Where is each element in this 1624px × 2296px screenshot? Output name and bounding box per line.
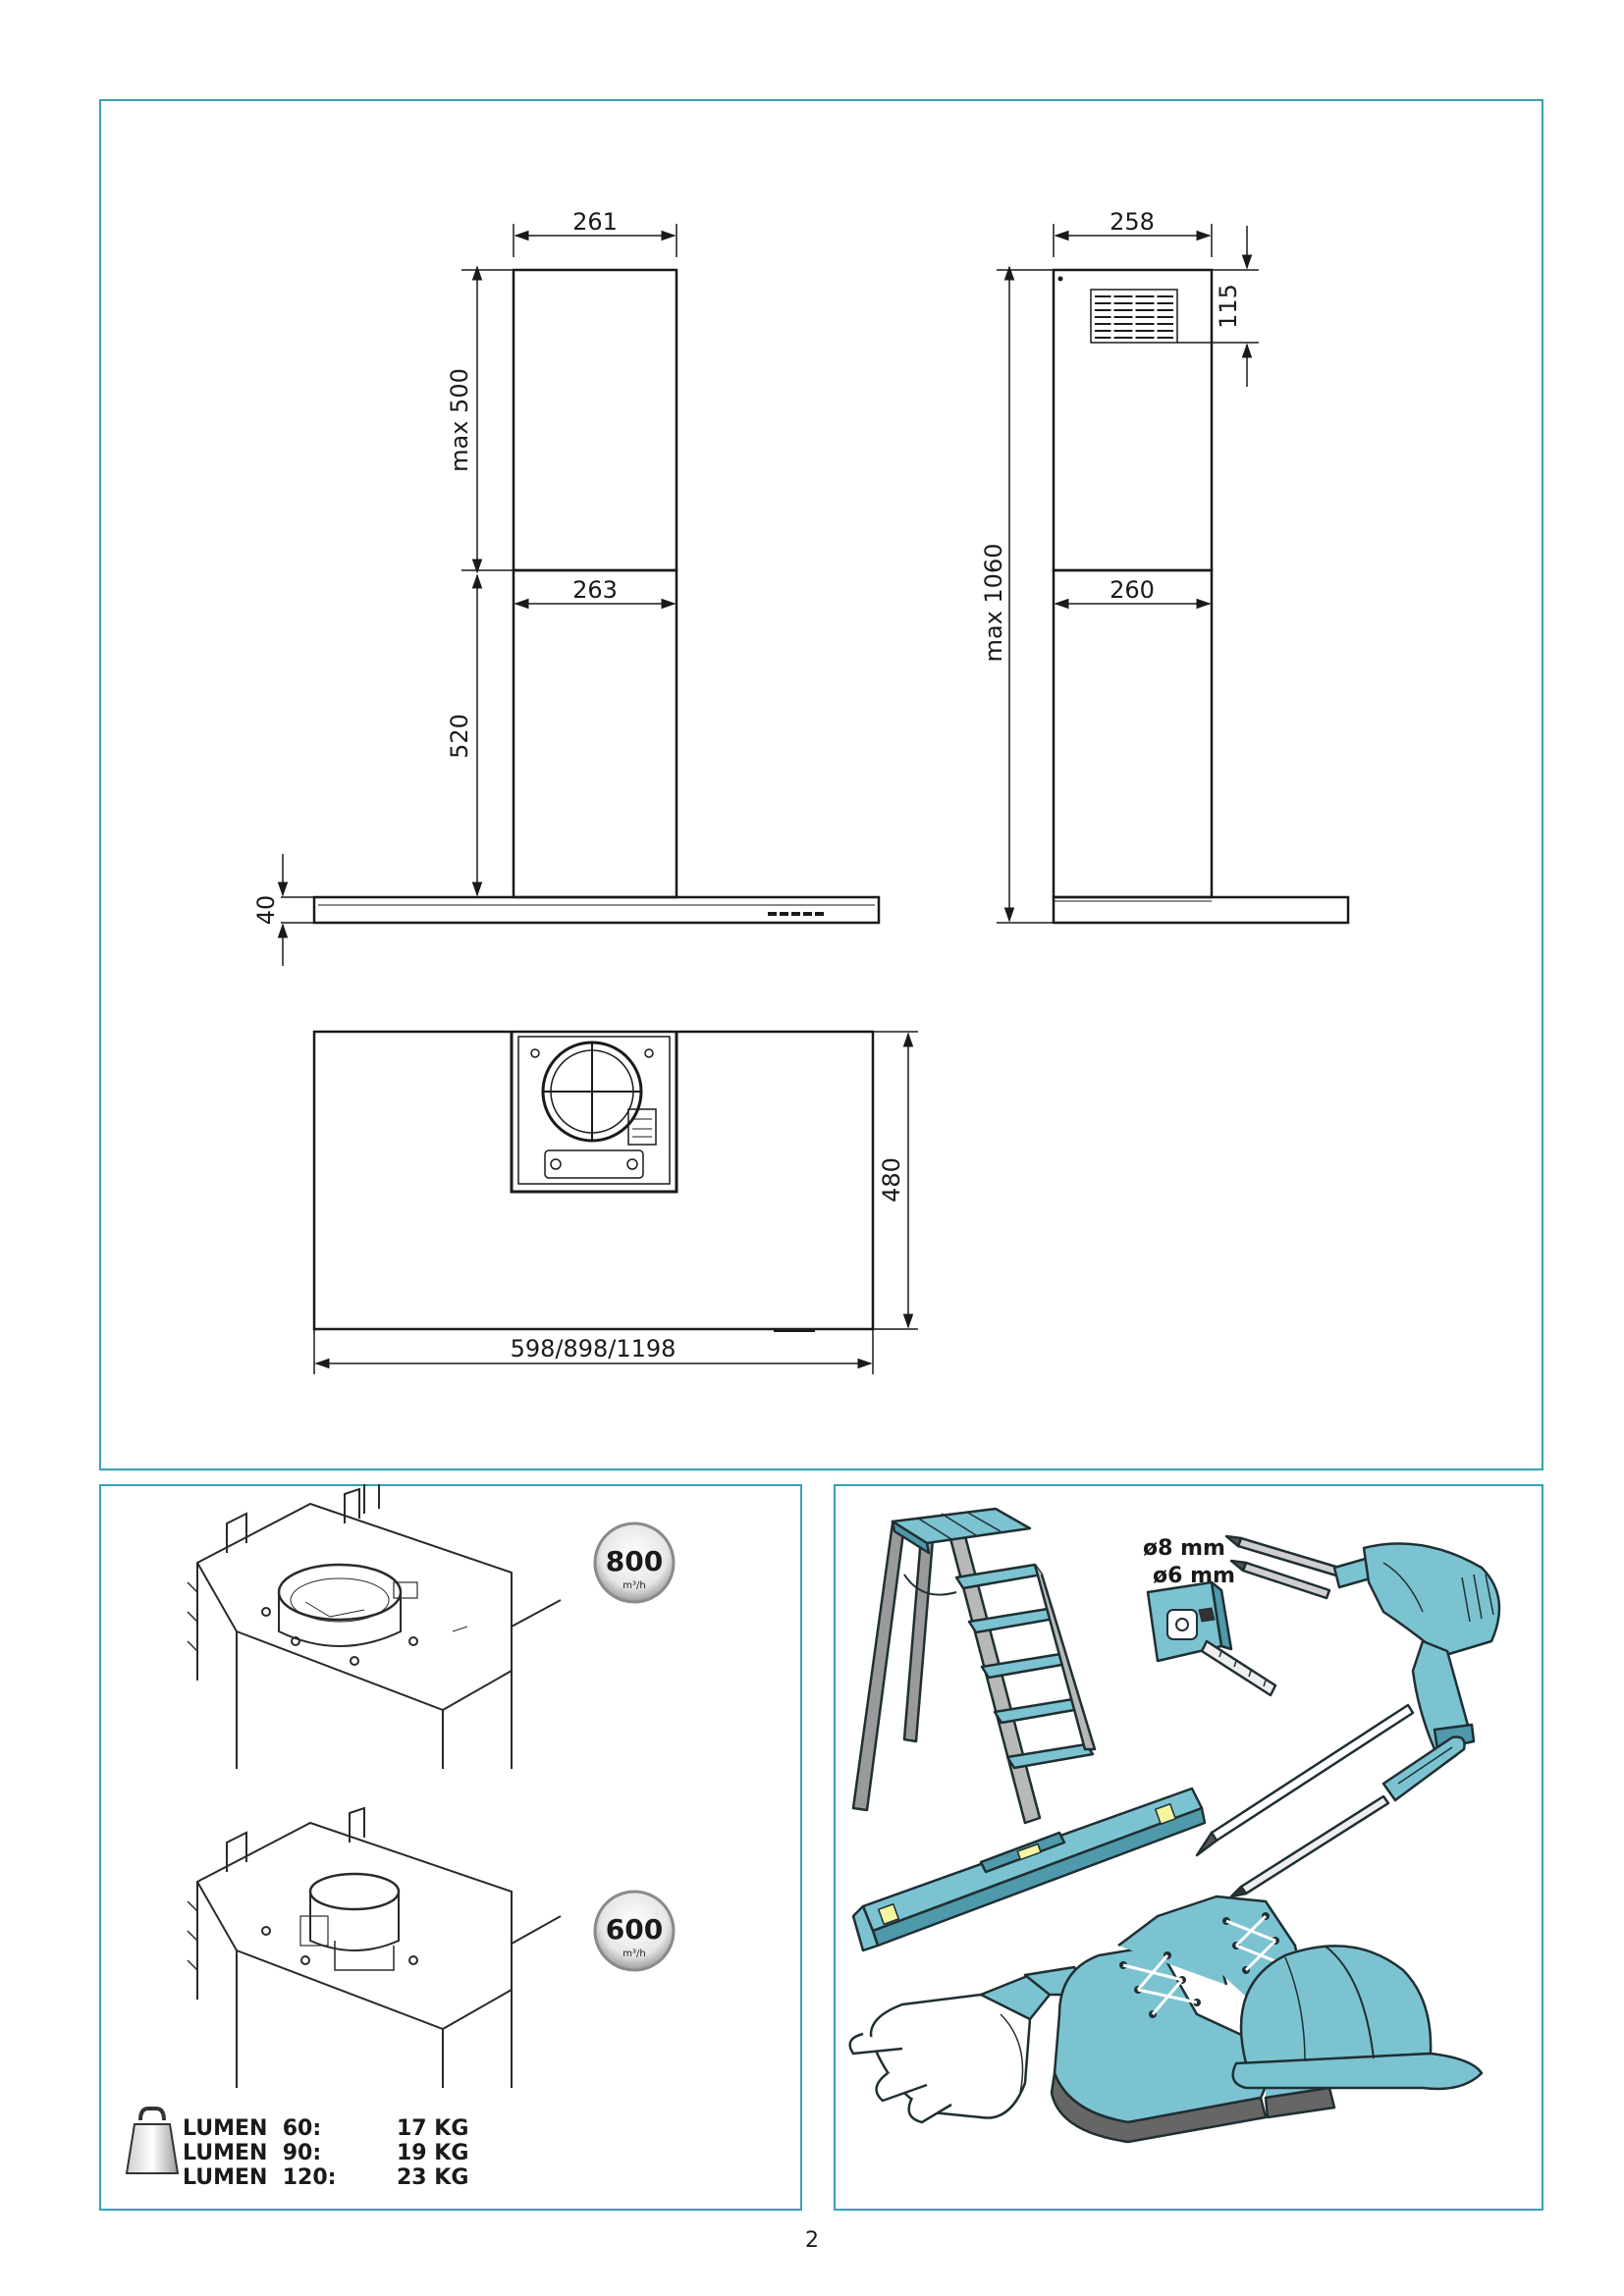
- dim-side-bottom-width: 260: [1110, 576, 1155, 604]
- airflow-illustrations: 800 m³/h 600 m³/h LUMEN 60: 17 KG LUMEN …: [125, 1484, 676, 2190]
- weight-value-90: 19 KG: [397, 2141, 468, 2165]
- plan-view: [312, 1030, 918, 1374]
- dim-plan-depth: 480: [878, 1157, 905, 1202]
- weight-model-120: LUMEN 120:: [183, 2165, 336, 2190]
- chimney-motor-800: [187, 1484, 562, 1769]
- tools-illustration: ø8 mm ø6 mm: [848, 1507, 1501, 2144]
- airflow-low-unit: m³/h: [623, 1949, 645, 1959]
- tape-measure-icon: [1146, 1580, 1277, 1697]
- dim-front-top-width: 261: [572, 208, 618, 236]
- side-view: [997, 224, 1350, 925]
- chimney-motor-600: [187, 1806, 562, 2088]
- dim-plan-width: 598/898/1198: [511, 1335, 677, 1362]
- screwdriver-icon: [1229, 1735, 1466, 1898]
- control-buttons: [768, 912, 824, 916]
- dim-side-vent-height: 115: [1215, 284, 1242, 329]
- dim-hood-thickness: 40: [252, 895, 280, 926]
- airflow-high-value: 800: [606, 1545, 663, 1577]
- airflow-low-value: 600: [606, 1913, 663, 1946]
- vent-grille: [1090, 289, 1178, 344]
- dimensions-panel: [99, 99, 1543, 1470]
- drill-icon: [1332, 1542, 1501, 1751]
- pencil-icon: [1195, 1703, 1415, 1857]
- tools-panel: [834, 1484, 1543, 2211]
- page-number: 2: [805, 2228, 819, 2253]
- dimension-drawings: 261 263 max 500 520 40 258 260 115 max 1…: [252, 208, 1350, 1374]
- airflow-badge-600: 600 m³/h: [593, 1890, 676, 1972]
- airflow-high-unit: m³/h: [623, 1580, 645, 1591]
- weight-model-90: LUMEN 90:: [183, 2141, 321, 2165]
- dim-front-lower-height: 520: [446, 714, 473, 759]
- spirit-level-icon: [851, 1787, 1207, 1952]
- drill-size-8: ø8 mm: [1143, 1536, 1225, 1561]
- dim-side-top-width: 258: [1110, 208, 1155, 236]
- dim-front-bottom-width: 263: [572, 576, 618, 604]
- ladder-icon: [851, 1507, 1097, 1825]
- drill-bit-icon: [1224, 1534, 1351, 1600]
- gloves-icon: [848, 1965, 1091, 2124]
- dim-side-total-height: max 1060: [980, 544, 1007, 663]
- airflow-badge-800: 800 m³/h: [593, 1522, 676, 1604]
- weight-value-60: 17 KG: [397, 2116, 468, 2141]
- dim-front-upper-height: max 500: [446, 368, 473, 472]
- weight-value-120: 23 KG: [397, 2165, 468, 2190]
- airflow-panel: [99, 1484, 802, 2211]
- weight-icon: [125, 2107, 180, 2174]
- weight-model-60: LUMEN 60:: [183, 2116, 321, 2141]
- hard-hat-icon: [1231, 1945, 1484, 2091]
- front-view: [277, 224, 881, 966]
